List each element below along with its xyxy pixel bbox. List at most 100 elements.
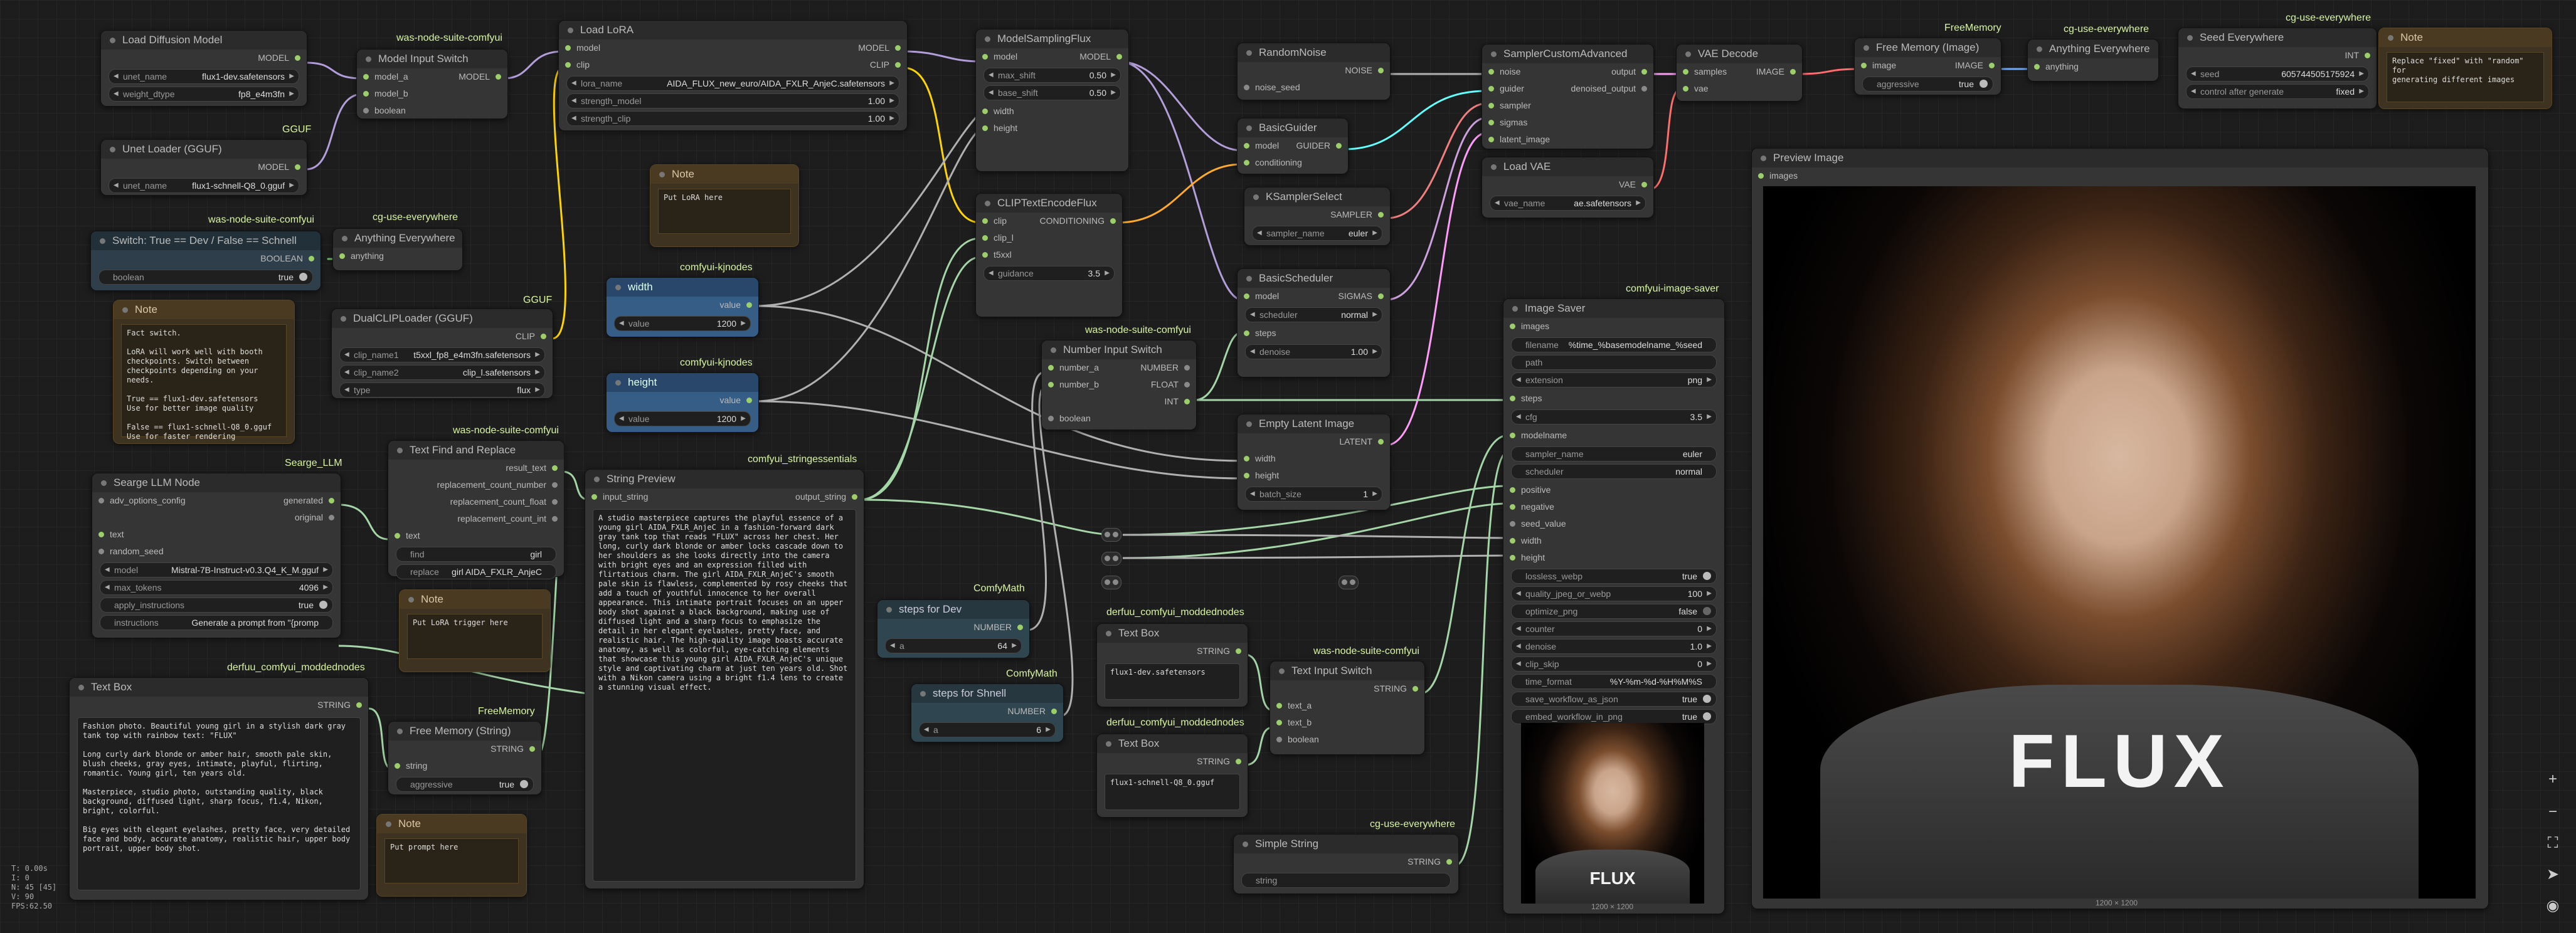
output-sampler[interactable]: SAMPLER [1244, 206, 1390, 223]
dual-clip-loader-node[interactable]: DualCLIPLoader (GGUF) CLIP clip_name1t5x… [331, 308, 553, 399]
node-title[interactable]: Note [400, 590, 550, 609]
output-string[interactable]: STRING [1234, 853, 1458, 870]
node-title[interactable]: Text Box [1097, 734, 1248, 753]
text-box-textarea[interactable]: flux1-schnell-Q8_0.gguf [1105, 774, 1240, 810]
output-latent[interactable]: LATENT [1238, 433, 1390, 450]
output-value[interactable]: value [607, 297, 758, 314]
output-replacement-count-number[interactable]: replacement_count_number [388, 477, 564, 493]
output-model[interactable]: MODEL [858, 40, 907, 56]
input-latent-image[interactable]: latent_image [1482, 131, 1653, 148]
output-number[interactable]: NUMBER [877, 619, 1029, 636]
output-float[interactable]: FLOAT [1151, 376, 1196, 393]
collapse-dot-icon[interactable] [1491, 51, 1497, 57]
text-box-prompt-node[interactable]: Text Box STRING Fashion photo. Beautiful… [69, 677, 369, 900]
node-title[interactable]: Note [2379, 28, 2552, 47]
node-title[interactable]: KSamplerSelect [1244, 187, 1390, 206]
collapse-dot-icon[interactable] [1243, 841, 1248, 847]
output-image[interactable]: IMAGE [1756, 63, 1802, 80]
output-model[interactable]: MODEL [1079, 48, 1128, 65]
note-textarea[interactable]: Put LoRA trigger here [407, 614, 543, 659]
reroute-node[interactable] [1338, 576, 1359, 589]
preview-image-frame[interactable]: FLUX [1763, 186, 2476, 899]
collapse-dot-icon[interactable] [386, 821, 391, 827]
node-title[interactable]: Switch: True == Dev / False == Schnell [91, 231, 321, 250]
collapse-dot-icon[interactable] [408, 597, 414, 603]
input-noise-seed[interactable]: noise_seed [1238, 79, 1390, 96]
collapse-dot-icon[interactable] [342, 236, 347, 241]
lora-name-combo[interactable]: lora_nameAIDA_FLUX_new_euro/AIDA_FXLR_An… [566, 76, 899, 91]
node-title[interactable]: Load VAE [1482, 157, 1653, 176]
note-textarea[interactable]: Fact switch. LoRA will work well with bo… [121, 324, 287, 441]
node-title[interactable]: RandomNoise [1238, 43, 1390, 62]
output-vae[interactable]: VAE [1482, 176, 1653, 193]
collapse-dot-icon[interactable] [920, 691, 926, 697]
input-model-a[interactable]: model_a [357, 68, 507, 85]
collapse-dot-icon[interactable] [1246, 125, 1252, 131]
input-string[interactable]: string [388, 757, 541, 774]
model-sampling-flux-node[interactable]: ModelSamplingFlux model MODEL max_shift0… [975, 29, 1129, 172]
input-clip[interactable]: clip [559, 56, 907, 73]
collapse-dot-icon[interactable] [1106, 741, 1111, 747]
collapse-dot-icon[interactable] [110, 147, 115, 152]
input-conditioning[interactable]: conditioning [1238, 154, 1348, 171]
input-model[interactable]: model [1238, 137, 1348, 154]
output-clip[interactable]: CLIP [870, 56, 907, 73]
input-model[interactable]: model [976, 48, 1128, 65]
input-negative[interactable]: negative [1503, 498, 1724, 515]
input-image[interactable]: image [1855, 57, 2001, 74]
collapse-dot-icon[interactable] [2388, 35, 2393, 41]
output-value[interactable]: value [607, 392, 758, 409]
input-random-seed[interactable]: random_seed [92, 543, 341, 560]
sampler-custom-advanced-node[interactable]: SamplerCustomAdvanced noise output guide… [1481, 44, 1654, 149]
collapse-dot-icon[interactable] [110, 38, 115, 43]
collapse-dot-icon[interactable] [1685, 51, 1691, 57]
basic-guider-node[interactable]: BasicGuider model GUIDER conditioning [1237, 118, 1349, 174]
node-title[interactable]: width [607, 278, 758, 297]
output-number[interactable]: NUMBER [911, 703, 1063, 720]
output-string[interactable]: STRING [70, 697, 368, 714]
input-text[interactable]: text [388, 527, 564, 544]
collapse-dot-icon[interactable] [568, 28, 573, 33]
node-title[interactable]: DualCLIPLoader (GGUF) [332, 309, 553, 328]
vae-decode-node[interactable]: VAE Decode samples IMAGE vae [1676, 44, 1803, 102]
collapse-dot-icon[interactable] [78, 685, 84, 690]
input-clip[interactable]: clip [976, 213, 1122, 229]
collapse-dot-icon[interactable] [100, 238, 105, 244]
input-height[interactable]: height [1238, 467, 1390, 484]
note-fact-node[interactable]: Note Fact switch. LoRA will work well wi… [113, 300, 295, 444]
output-boolean[interactable]: BOOLEAN [91, 250, 321, 267]
input-number-a[interactable]: number_a [1042, 359, 1196, 376]
input-guider[interactable]: guider [1482, 80, 1653, 97]
output-result-text[interactable]: result_text [388, 460, 564, 477]
output-sigmas[interactable]: SIGMAS [1338, 288, 1390, 305]
note-textarea[interactable]: Put prompt here [384, 838, 519, 883]
dev-schnell-switch-node[interactable]: Switch: True == Dev / False == Schnell B… [90, 231, 321, 291]
node-title[interactable]: Load LoRA [559, 21, 907, 40]
model-input-switch-node[interactable]: Model Input Switch model_a MODEL model_b… [356, 49, 508, 119]
output-model[interactable]: MODEL [101, 159, 307, 176]
